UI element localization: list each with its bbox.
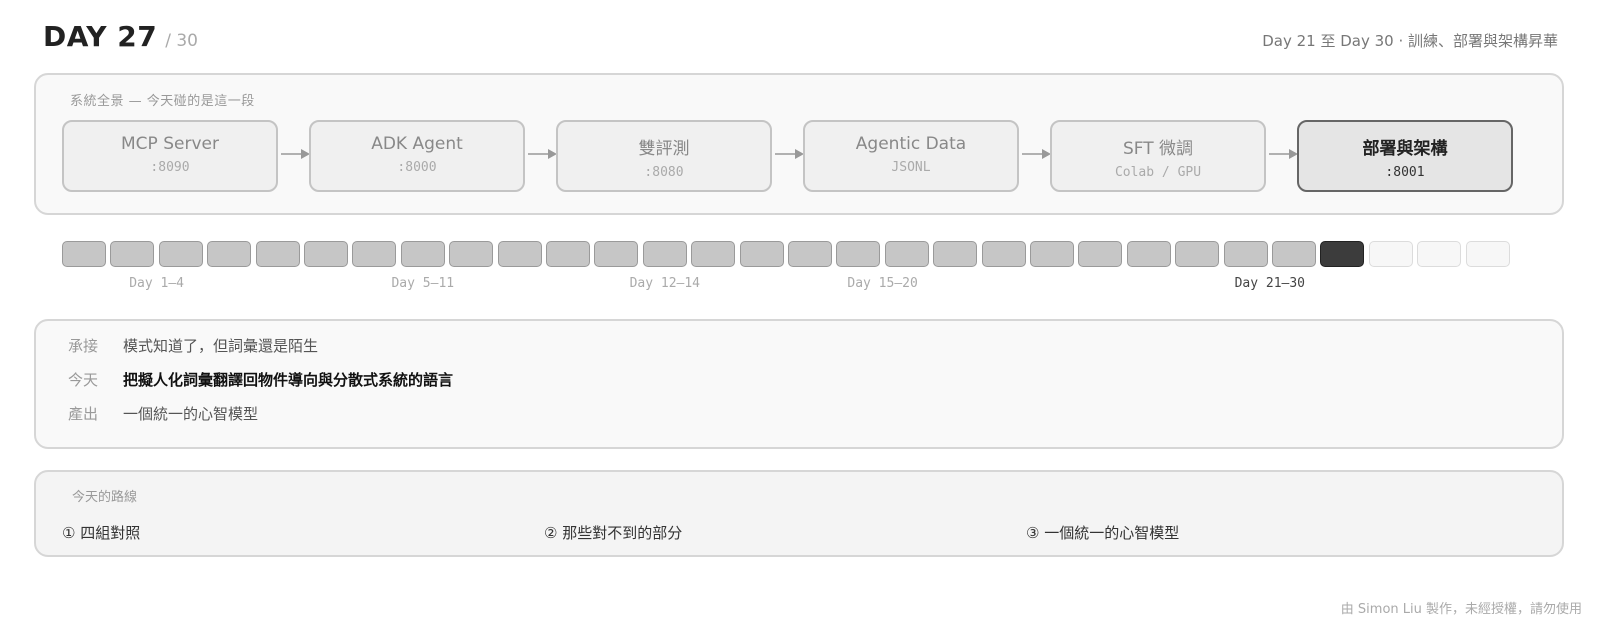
flow-arrow-icon: [1022, 149, 1051, 159]
day-cell-past: [1223, 241, 1268, 267]
phase-label: Day 1–4: [129, 276, 184, 291]
day-cell-future: [1417, 241, 1462, 267]
summary-value: 一個統一的心智模型: [123, 405, 259, 423]
system-node-port: :8001: [1385, 165, 1425, 180]
day-cell-past: [642, 241, 687, 267]
system-overview-panel: 系統全景 — 今天碰的是這一段 MCP Server :8090 ADK Agent…: [34, 73, 1564, 215]
day-number: DAY 27: [43, 20, 158, 53]
system-node: 部署與架構 :8001: [1297, 120, 1513, 192]
day-cell-past: [304, 241, 348, 267]
route-step-2: ② 那些對不到的部分: [544, 524, 683, 542]
system-node-name: Agentic Data: [855, 134, 967, 154]
day-cell-future: [1368, 241, 1413, 267]
day-cell-past: [1030, 241, 1074, 267]
flow-arrow-icon: [281, 149, 310, 159]
summary-key: 產出: [68, 405, 99, 423]
phase-label: Day 12–14: [629, 276, 701, 291]
route-caption: 今天的路線: [72, 490, 138, 505]
system-node: ADK Agent :8000: [309, 120, 525, 192]
day-total: / 30: [165, 31, 198, 51]
system-node: MCP Server :8090: [62, 120, 278, 192]
day-cell-past: [400, 241, 445, 267]
copyright-footer: 由 Simon Liu 製作，未經授權，請勿使用: [1340, 602, 1582, 617]
flow-arrow-icon: [528, 149, 557, 159]
day-progress-timeline: [62, 241, 1542, 269]
today-route-panel: 今天的路線 ① 四組對照 ② 那些對不到的部分 ③ 一個統一的心智模型: [34, 470, 1564, 557]
summary-value: 把擬人化詞彙翻譯回物件導向與分散式系統的語言: [123, 371, 454, 389]
phase-title: Day 21 至 Day 30 · 訓練、部署與架構昇華: [1262, 32, 1558, 50]
day-cell-past: [110, 241, 155, 267]
day-cell-past: [1272, 241, 1316, 267]
flow-arrow-icon: [775, 149, 804, 159]
day-cell-past: [594, 241, 639, 267]
day-cell-past: [1078, 241, 1123, 267]
summary-row-inherit: 承接 模式知道了，但詞彙還是陌生: [68, 335, 318, 356]
route-step-1: ① 四組對照: [62, 524, 141, 542]
day-cell-future: [1465, 241, 1510, 267]
system-node-port: :8080: [644, 165, 684, 180]
day-cell-past: [1126, 241, 1171, 267]
summary-key: 今天: [68, 371, 99, 389]
system-node-port: JSONL: [891, 160, 931, 175]
system-node-name: 雙評測: [638, 139, 690, 159]
phase-label: Day 15–20: [847, 276, 918, 291]
system-node: 雙評測 :8080: [556, 120, 772, 192]
system-node-name: SFT 微調: [1122, 139, 1194, 159]
summary-value: 模式知道了，但詞彙還是陌生: [123, 337, 319, 355]
day-cell-current: [1320, 241, 1365, 267]
system-node-port: Colab / GPU: [1114, 165, 1202, 180]
day-cell-past: [1175, 241, 1220, 267]
day-cell-past: [497, 241, 542, 267]
system-node-name: ADK Agent: [371, 134, 463, 154]
day-cell-past: [449, 241, 494, 267]
summary-key: 承接: [68, 337, 99, 355]
system-caption: 系統全景 — 今天碰的是這一段: [70, 94, 255, 109]
summary-row-output: 產出 一個統一的心智模型: [68, 403, 258, 424]
day-cell-past: [788, 241, 832, 267]
day-cell-past: [836, 241, 881, 267]
day-cell-past: [933, 241, 978, 267]
summary-row-today: 今天 把擬人化詞彙翻譯回物件導向與分散式系統的語言: [68, 369, 453, 390]
system-node-name: 部署與架構: [1362, 139, 1448, 159]
day-cell-past: [691, 241, 736, 267]
day-cell-past: [352, 241, 397, 267]
day-heading: DAY 27 / 30: [43, 20, 198, 53]
daily-summary-panel: 承接 模式知道了，但詞彙還是陌生 今天 把擬人化詞彙翻譯回物件導向與分散式系統的…: [34, 319, 1564, 449]
day-cell-past: [981, 241, 1026, 267]
phase-label: Day 21–30: [1234, 276, 1306, 291]
system-node-port: :8090: [150, 160, 190, 175]
day-cell-past: [884, 241, 929, 267]
day-cell-past: [546, 241, 590, 267]
day-cell-past: [158, 241, 203, 267]
flow-arrow-icon: [1269, 149, 1298, 159]
system-node-port: :8000: [397, 160, 437, 175]
day-cell-past: [255, 241, 300, 267]
route-step-3: ③ 一個統一的心智模型: [1026, 524, 1180, 542]
phase-label: Day 5–11: [391, 276, 455, 291]
day-cell-past: [62, 241, 106, 267]
system-node-name: MCP Server: [121, 134, 219, 154]
day-cell-past: [739, 241, 784, 267]
system-node: SFT 微調 Colab / GPU: [1050, 120, 1266, 192]
day-cell-past: [207, 241, 252, 267]
